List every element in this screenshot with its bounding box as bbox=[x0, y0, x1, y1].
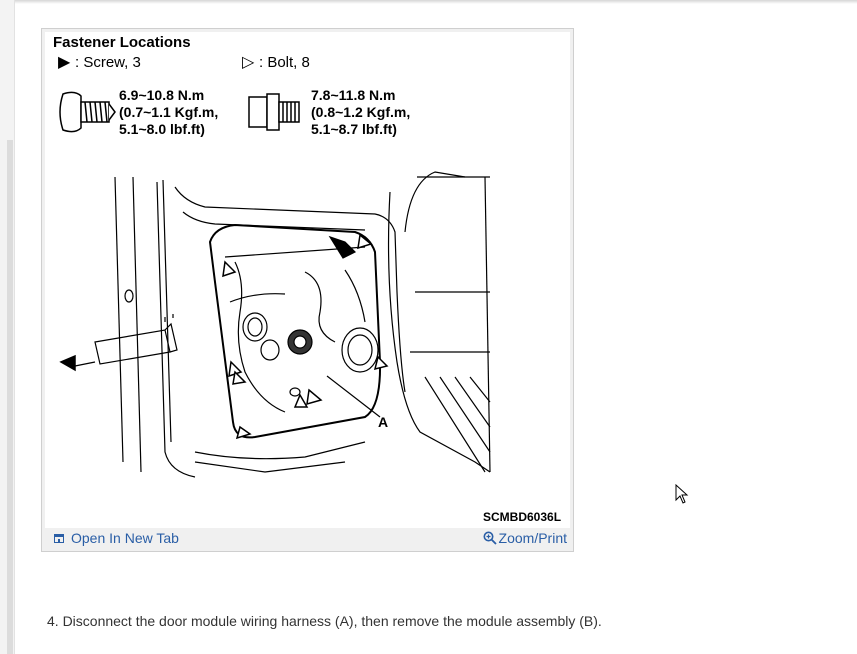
callout-a: A bbox=[378, 414, 388, 430]
screw-label: : Screw, 3 bbox=[75, 54, 141, 71]
bolt-marker bbox=[306, 388, 323, 406]
fastener-markers bbox=[59, 233, 389, 440]
bolt-torque-lbf: 5.1~8.7 lbf.ft) bbox=[311, 121, 397, 137]
bolt-marker bbox=[232, 370, 247, 385]
bolt-marker bbox=[293, 393, 309, 408]
screw-symbol: ▶ bbox=[58, 54, 71, 71]
bolt-torque-kgf: (0.8~1.2 Kgf.m, bbox=[311, 104, 410, 120]
rail-accent bbox=[7, 140, 13, 654]
open-in-new-tab-label: Open In New Tab bbox=[71, 530, 179, 546]
top-shadow bbox=[0, 0, 857, 4]
figure-image[interactable]: Fastener Locations ▶ : Screw, 3 ▷ : Bolt… bbox=[45, 32, 570, 528]
left-scroll-rail[interactable] bbox=[0, 0, 15, 654]
screw-torque-kgf: (0.7~1.1 Kgf.m, bbox=[119, 104, 218, 120]
bolt-marker bbox=[373, 355, 389, 371]
step-instruction: 4. Disconnect the door module wiring har… bbox=[47, 613, 602, 629]
magnifier-icon bbox=[483, 531, 497, 545]
bolt-label: : Bolt, 8 bbox=[259, 54, 310, 71]
figure-frame: Fastener Locations ▶ : Screw, 3 ▷ : Bolt… bbox=[41, 28, 574, 552]
figure-title: Fastener Locations bbox=[53, 34, 191, 51]
screw-icon bbox=[59, 91, 116, 133]
screw-marker bbox=[59, 354, 76, 372]
bolt-marker bbox=[222, 260, 237, 278]
bolt-icon bbox=[248, 93, 300, 131]
figure-toolbar bbox=[43, 528, 572, 551]
screw-torque-lbf: 5.1~8.0 lbf.ft) bbox=[119, 121, 205, 137]
zoom-print-link[interactable]: Zoom/Print bbox=[483, 530, 567, 546]
bolt-symbol: ▷ bbox=[242, 54, 255, 71]
bolt-torque-nm: 7.8~11.8 N.m bbox=[311, 87, 395, 103]
bolt-marker bbox=[357, 233, 373, 250]
figure-code: SCMBD6036L bbox=[483, 510, 561, 524]
new-tab-icon bbox=[54, 533, 64, 543]
mouse-pointer-icon bbox=[675, 484, 689, 504]
bolt-marker bbox=[235, 425, 252, 440]
open-in-new-tab-link[interactable]: Open In New Tab bbox=[54, 530, 179, 546]
zoom-print-label: Zoom/Print bbox=[498, 530, 567, 546]
door-module-drawing bbox=[74, 171, 491, 478]
screw-torque-nm: 6.9~10.8 N.m bbox=[119, 87, 204, 103]
